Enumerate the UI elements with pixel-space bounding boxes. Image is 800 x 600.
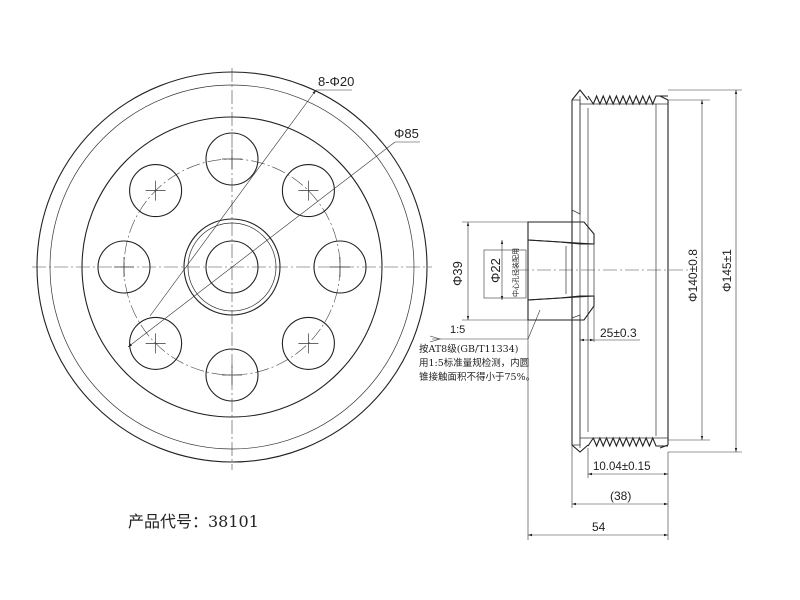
note-box-text: 中心孔径装配用 bbox=[511, 248, 520, 297]
ref-width-label: (38) bbox=[610, 489, 631, 503]
bolt-circle-leader-line bbox=[127, 141, 396, 348]
outer-dia-label: Φ145±1 bbox=[720, 249, 734, 292]
flange-chamfers bbox=[571, 89, 589, 453]
total-width-label: 54 bbox=[592, 520, 606, 534]
hole-pattern-label: 8-Φ20 bbox=[318, 74, 354, 89]
taper-symbol bbox=[429, 335, 442, 343]
taper-label: 1:5 bbox=[450, 324, 465, 336]
upper-web-section bbox=[571, 99, 581, 215]
rib-width-label: 10.04±0.15 bbox=[593, 461, 650, 473]
bolt-hole bbox=[281, 316, 335, 370]
groove-dia-label: Φ140±0.8 bbox=[686, 249, 700, 302]
inner-dia-label: Φ22 bbox=[488, 258, 503, 283]
bottom-groove-teeth bbox=[587, 436, 668, 448]
lower-web-section bbox=[571, 314, 581, 446]
product-code-label: 产品代号：38101 bbox=[128, 512, 259, 531]
front-view: 8-Φ20 Φ85 bbox=[32, 68, 432, 470]
taper-note-line1: 按AT8级(GB/T11334) bbox=[419, 343, 518, 355]
taper-bore-bottom-line bbox=[527, 295, 595, 301]
bolt-circle-label: Φ85 bbox=[394, 126, 419, 141]
taper-note-line2: 用1:5标准量规检测，内圆 bbox=[419, 357, 529, 369]
section-view: Φ39 Φ22 中心孔径装配用 1:5 按AT8级(GB/T11334) 用1:… bbox=[419, 89, 742, 540]
taper-bore-top-line bbox=[527, 239, 595, 245]
right-chamfers bbox=[659, 95, 669, 449]
depth-label: 25±0.3 bbox=[600, 326, 637, 340]
bolt-hole bbox=[281, 164, 335, 218]
taper-leader-angled bbox=[527, 309, 541, 340]
bolt-hole bbox=[129, 316, 183, 370]
taper-note-line3: 锥接触面积不得小于75%。 bbox=[419, 371, 535, 383]
bolt-hole bbox=[129, 164, 183, 218]
note-box bbox=[483, 249, 527, 299]
top-groove-teeth bbox=[587, 94, 668, 106]
bore-dia-label: Φ39 bbox=[450, 261, 465, 286]
hole-leader-line bbox=[149, 89, 317, 317]
